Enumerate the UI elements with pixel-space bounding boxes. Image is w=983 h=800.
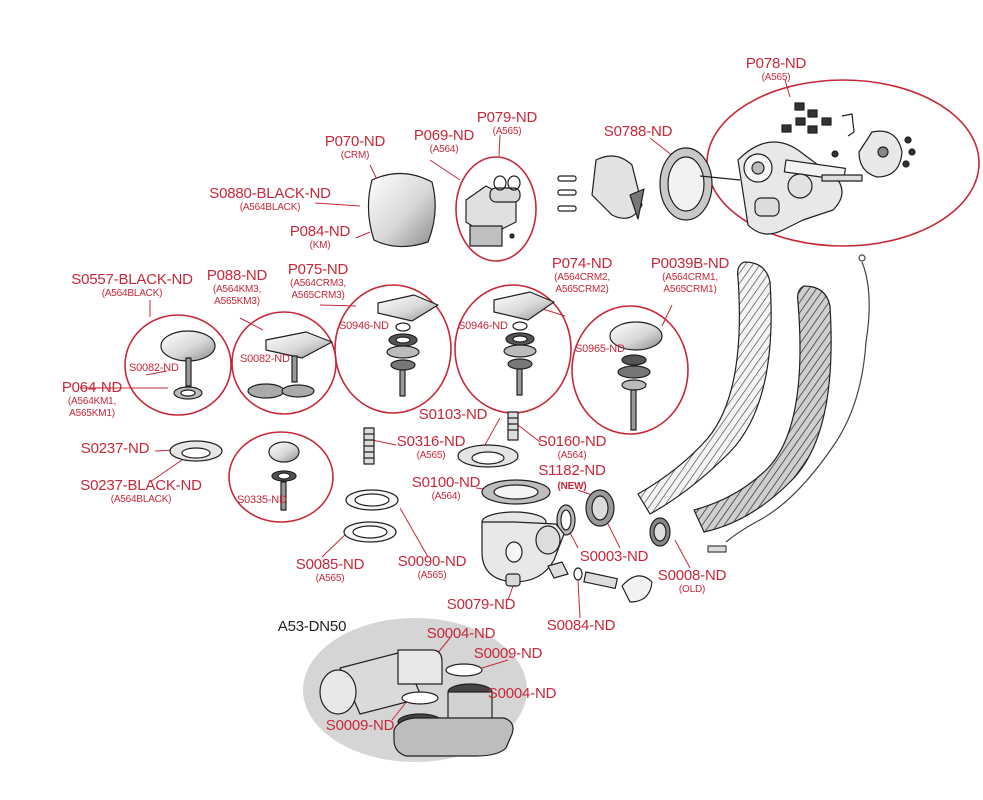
corrugated-hose-left xyxy=(637,261,772,515)
label-s0100-sub: (A564) xyxy=(431,491,461,502)
s0090-gasket xyxy=(345,489,399,511)
label-p084-sub: (KM) xyxy=(309,240,331,251)
label-p078-sub: (A565) xyxy=(761,72,791,83)
label-s0880-sub: (A564BLACK) xyxy=(239,202,301,213)
s0003-nut xyxy=(585,489,615,527)
a53-siphon xyxy=(319,649,514,757)
label-p088: P088-ND xyxy=(206,267,268,284)
label-p074: P074-ND xyxy=(551,255,613,272)
label-p064-sub2: A565KM1) xyxy=(69,408,115,419)
callout-circle-p0039b xyxy=(571,305,689,435)
label-p078: P078-ND xyxy=(745,55,807,72)
label-s0079: S0079-ND xyxy=(446,596,516,613)
label-s0082-a: S0082-ND xyxy=(129,362,179,374)
label-s0103: S0103-ND xyxy=(418,406,488,423)
callout-circle-s0557 xyxy=(124,314,232,416)
label-s0004-b: S0004-ND xyxy=(487,685,557,702)
label-s0316-sub: (A565) xyxy=(416,450,446,461)
label-s0965: S0965-ND xyxy=(575,343,625,355)
label-s0008-sub: (OLD) xyxy=(678,584,706,595)
s0788-part xyxy=(557,147,741,221)
label-s0100: S0100-ND xyxy=(411,474,481,491)
label-s0335: S0335-ND xyxy=(237,494,287,506)
p078-assembly xyxy=(737,102,916,235)
s0557-plug xyxy=(160,330,216,400)
label-p079: P079-ND xyxy=(476,109,538,126)
label-p079-sub: (A565) xyxy=(492,126,522,137)
p0039b-plug xyxy=(609,321,663,431)
s0316-screw xyxy=(363,427,375,465)
s0335-plug xyxy=(268,441,300,511)
label-s0003: S0003-ND xyxy=(579,548,649,565)
s0237-flange xyxy=(169,440,223,462)
label-s0090: S0090-ND xyxy=(397,553,467,570)
label-s0004-a: S0004-ND xyxy=(426,625,496,642)
label-p0039b-sub1: (A564CRM1, xyxy=(662,272,718,283)
label-p088-sub2: A565KM3) xyxy=(214,296,260,307)
label-s0237-black: S0237-BLACK-ND xyxy=(80,477,202,494)
label-s0946-a: S0946-ND xyxy=(339,320,389,332)
label-p075-sub2: A565CRM3) xyxy=(291,290,345,301)
siphon-body xyxy=(481,511,565,583)
label-s0009-b: S0009-ND xyxy=(325,717,395,734)
label-s0085: S0085-ND xyxy=(295,556,365,573)
s0100-flange xyxy=(481,479,551,505)
label-p074-sub1: (A564CRM2, xyxy=(554,272,610,283)
label-p0039b-sub2: A565CRM1) xyxy=(663,284,717,295)
label-s0160: S0160-ND xyxy=(537,433,607,450)
control-cable xyxy=(707,254,870,553)
label-p064-sub1: (A564KM1, xyxy=(67,396,117,407)
label-p070-sub: (CRM) xyxy=(340,150,370,161)
label-s0090-sub: (A565) xyxy=(417,570,447,581)
label-s0084: S0084-ND xyxy=(546,617,616,634)
label-p088-sub1: (A564KM3, xyxy=(212,284,262,295)
label-s0880: S0880-BLACK-ND xyxy=(209,185,331,202)
label-s0082-b: S0082-ND xyxy=(240,353,290,365)
s0160-screw xyxy=(507,411,519,441)
label-p075-sub1: (A564CRM3, xyxy=(290,278,346,289)
label-s0557: S0557-BLACK-ND xyxy=(71,271,193,288)
s1182-nut xyxy=(556,504,576,536)
label-s1182-new: (NEW) xyxy=(557,481,587,492)
label-p0039b: P0039B-ND xyxy=(650,255,730,272)
label-s0788: S0788-ND xyxy=(603,123,673,140)
s0008-nut xyxy=(649,517,671,547)
s0085-gasket xyxy=(343,521,397,543)
label-s1182: S1182-ND xyxy=(538,462,606,479)
label-p069: P069-ND xyxy=(413,127,475,144)
label-s0946-b: S0946-ND xyxy=(458,320,508,332)
label-p069-sub: (A564) xyxy=(429,144,459,155)
p088-plug xyxy=(247,331,333,399)
label-s0316: S0316-ND xyxy=(396,433,466,450)
label-p075: P075-ND xyxy=(287,261,349,278)
label-p070: P070-ND xyxy=(324,133,386,150)
p075-plug xyxy=(377,294,439,397)
label-s0557-sub: (A564BLACK) xyxy=(101,288,163,299)
callout-circle-p075 xyxy=(334,284,452,414)
label-p064: P064-ND xyxy=(61,379,123,396)
p074-plug xyxy=(493,291,555,396)
s0079-part xyxy=(505,573,521,587)
label-s0009-a: S0009-ND xyxy=(473,645,543,662)
p079-part xyxy=(465,175,521,247)
callout-circle-p079 xyxy=(455,156,537,262)
corrugated-hose-right xyxy=(693,285,832,533)
label-s0237: S0237-ND xyxy=(80,440,150,457)
label-a53: A53-DN50 xyxy=(277,618,347,635)
p070-knob xyxy=(367,172,436,248)
label-p074-sub2: A565CRM2) xyxy=(555,284,609,295)
label-s0008: S0008-ND xyxy=(657,567,727,584)
s0084-part xyxy=(547,561,653,603)
label-s0237-black-sub: (A564BLACK) xyxy=(110,494,172,505)
label-p084: P084-ND xyxy=(289,223,351,240)
label-s0085-sub: (A565) xyxy=(315,573,345,584)
s0103-flange xyxy=(457,444,519,468)
label-s0160-sub: (A564) xyxy=(557,450,587,461)
callout-circle-s0335 xyxy=(228,431,334,523)
